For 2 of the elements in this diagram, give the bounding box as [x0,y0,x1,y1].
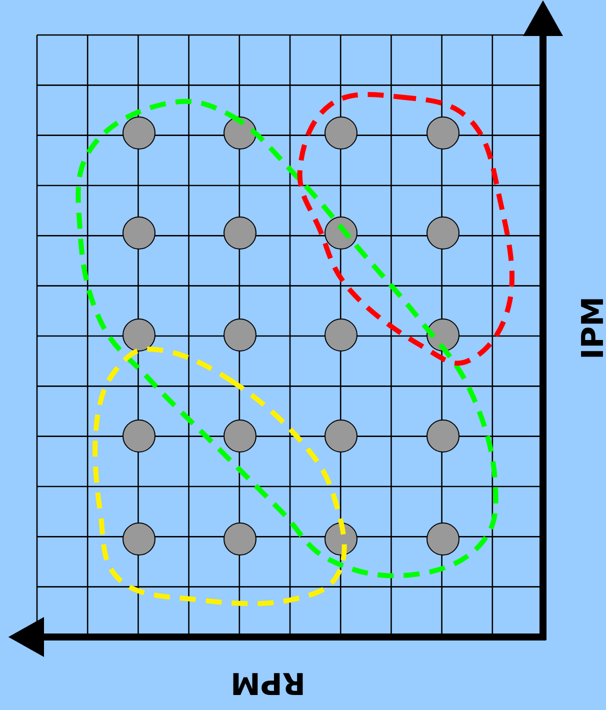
axis-label: RPM [233,673,303,695]
axis-label: IPM [581,299,603,357]
